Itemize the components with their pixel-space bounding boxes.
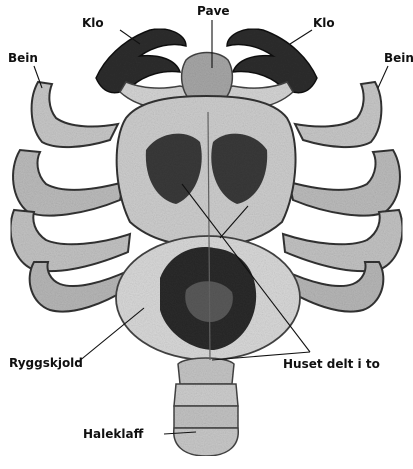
left-legs [11,82,132,312]
right-legs [281,82,402,312]
thorax [117,96,296,246]
label-klo-right: Klo [313,16,335,30]
label-huset-delt: Huset delt i to [283,357,380,371]
tail-segments [174,358,238,456]
label-bein-right: Bein [384,51,413,65]
label-pave: Pave [197,4,230,18]
label-klo-left: Klo [82,16,104,30]
leader-bein-right [378,66,388,88]
label-bein-left: Bein [8,51,38,65]
label-ryggskjold: Ryggskjold [9,356,83,370]
leader-klo-right [290,30,312,44]
label-haleklaff: Haleklaff [83,427,143,441]
head-region [182,53,233,101]
